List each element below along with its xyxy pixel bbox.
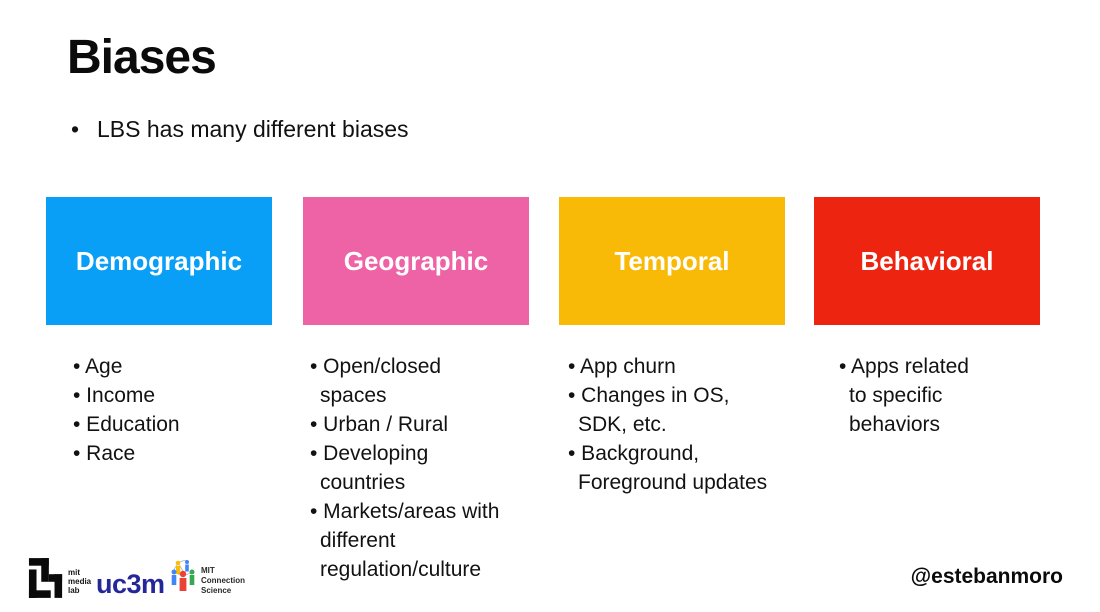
category-label: Temporal	[614, 245, 730, 276]
cs-line: MIT	[201, 566, 215, 575]
list-item: • Changes in OS, SDK, etc.	[568, 384, 730, 436]
category-label: Geographic	[343, 245, 489, 276]
bias-column-behavioral: Behavioral • Apps related to specific be…	[814, 197, 1040, 439]
bias-list-demographic: • Age • Income • Education • Race	[73, 352, 315, 468]
category-label: Demographic	[75, 245, 243, 276]
category-box-behavioral: Behavioral	[814, 197, 1040, 325]
mit-media-lab-icon	[28, 558, 63, 598]
mit-media-lab-label: mit media lab	[68, 568, 91, 595]
list-item: • Education	[73, 413, 180, 436]
list-item: • Background, Foreground updates	[568, 442, 768, 494]
list-item: • Income	[73, 384, 156, 407]
list-item: • Markets/areas with different regulatio…	[310, 500, 500, 581]
list-item: • Apps related to specific behaviors	[839, 355, 969, 436]
intro-text: LBS has many different biases	[97, 116, 409, 142]
mit-connection-science-icon	[171, 560, 195, 591]
bias-list-behavioral: • Apps related to specific behaviors	[839, 352, 1081, 439]
bias-list-temporal: • App churn • Changes in OS, SDK, etc. •…	[568, 352, 810, 497]
category-label: Behavioral	[860, 245, 994, 276]
mlab-line: mit	[68, 568, 80, 577]
mit-connection-science-label: MIT Connection Science	[201, 566, 245, 596]
author-handle: @estebanmoro	[910, 565, 1063, 588]
cs-line: Science	[201, 586, 232, 595]
category-box-temporal: Temporal	[559, 197, 785, 325]
mlab-line: lab	[68, 586, 80, 595]
intro-bullet-item: • LBS has many different biases	[71, 116, 409, 143]
list-item: • Open/closed spaces	[310, 355, 442, 407]
list-item: • App churn	[568, 355, 676, 378]
list-item: • Developing countries	[310, 442, 429, 494]
bias-column-demographic: Demographic • Age • Income • Education •…	[46, 197, 272, 468]
category-box-geographic: Geographic	[303, 197, 529, 325]
mlab-line: media	[68, 577, 92, 586]
cs-line: Connection	[201, 576, 245, 585]
list-item: • Race	[73, 442, 136, 465]
category-box-demographic: Demographic	[46, 197, 272, 325]
bias-column-temporal: Temporal • App churn • Changes in OS, SD…	[559, 197, 785, 497]
list-item: • Urban / Rural	[310, 413, 449, 436]
uc3m-logo: uc3m	[96, 569, 165, 599]
bias-column-geographic: Geographic • Open/closed spaces • Urban …	[303, 197, 529, 584]
page-title: Biases	[67, 31, 217, 84]
bullet-marker: •	[71, 116, 80, 142]
bias-list-geographic: • Open/closed spaces • Urban / Rural • D…	[310, 352, 552, 584]
list-item: • Age	[73, 355, 123, 378]
